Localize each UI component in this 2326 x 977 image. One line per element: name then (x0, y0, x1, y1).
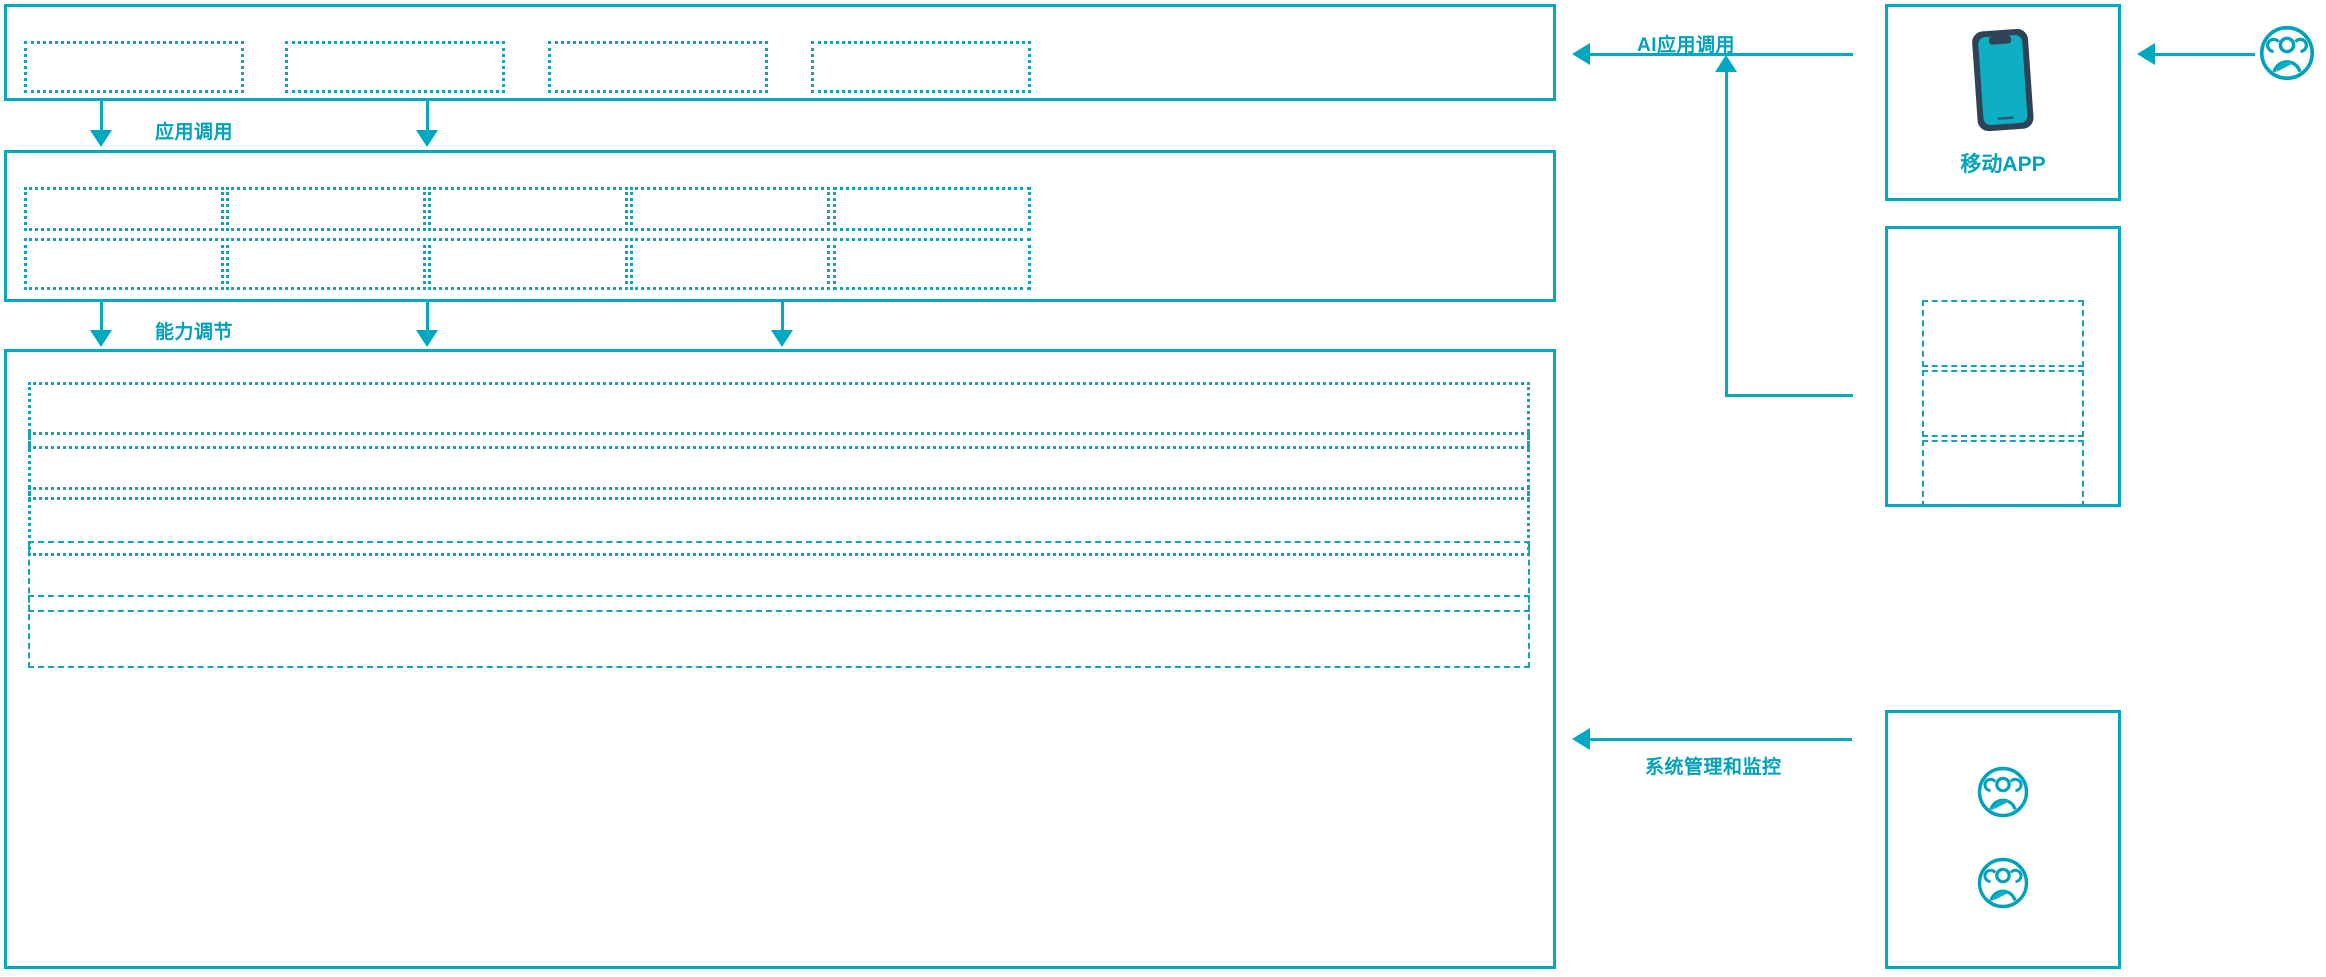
capability-tune-label: 能力调节 (155, 322, 234, 343)
infrastructure-row-4[interactable] (28, 541, 1530, 612)
capability-slot-4[interactable] (630, 187, 830, 231)
application-slot-4[interactable] (811, 41, 1031, 93)
capability-slot-8[interactable] (428, 238, 628, 290)
mobile-app-card[interactable]: 移动APP (1885, 4, 2121, 201)
app-invoke-arrow-right (416, 130, 438, 147)
capability-slot-2[interactable] (226, 187, 426, 231)
app-invoke-arrow-left (90, 130, 112, 147)
capability-tune-arrow-3 (771, 330, 793, 347)
application-slot-3[interactable] (548, 41, 768, 93)
capability-slot-5[interactable] (833, 187, 1031, 231)
channel-list-slot-2[interactable] (1922, 370, 2084, 437)
ai-app-invoke-arrowhead (1572, 43, 1590, 65)
mobile-app-label: 移动APP (1960, 153, 2046, 176)
channel-list-slot-3[interactable] (1922, 440, 2084, 507)
operators-card (1885, 710, 2121, 969)
smartphone-icon (1967, 25, 2039, 140)
capability-slot-7[interactable] (226, 238, 426, 290)
infrastructure-row-1[interactable] (28, 382, 1530, 449)
ai-app-invoke-label: AI应用调用 (1637, 35, 1736, 56)
capability-slot-1[interactable] (24, 187, 224, 231)
application-slot-1[interactable] (24, 41, 244, 93)
app-invoke-label: 应用调用 (155, 122, 234, 143)
system-admin-label: 系统管理和监控 (1645, 757, 1782, 778)
capability-layer-panel (4, 150, 1556, 302)
external-user-hline (2155, 53, 2255, 56)
capability-slot-6[interactable] (24, 238, 224, 290)
infrastructure-row-2[interactable] (28, 432, 1530, 500)
ai-app-invoke-riser-arrowhead (1715, 55, 1737, 72)
capability-slot-9[interactable] (630, 238, 830, 290)
capability-tune-arrow-1 (90, 330, 112, 347)
app-invoke-line-right (426, 101, 429, 141)
capability-tune-line-2 (426, 302, 429, 342)
operators-icon-stack (1885, 710, 2121, 969)
capability-slot-3[interactable] (428, 187, 628, 231)
ai-app-invoke-riser-foot (1725, 394, 1853, 397)
user-group-icon (2258, 24, 2316, 87)
infrastructure-row-3[interactable] (28, 487, 1530, 556)
capability-tune-line-3 (781, 302, 784, 342)
user-group-icon (1976, 765, 2030, 824)
ai-app-invoke-riser (1725, 68, 1728, 397)
capability-tune-line-1 (100, 302, 103, 342)
application-slot-2[interactable] (285, 41, 505, 93)
capability-slot-10[interactable] (833, 238, 1031, 290)
system-admin-hline (1590, 738, 1852, 741)
infrastructure-layer-panel (4, 349, 1556, 969)
external-user-arrowhead (2137, 43, 2155, 65)
application-layer-panel (4, 4, 1556, 101)
user-group-icon (1976, 856, 2030, 915)
channel-list-slot-1[interactable] (1922, 300, 2084, 367)
app-invoke-line-left (100, 101, 103, 141)
system-admin-arrowhead (1572, 728, 1590, 750)
capability-tune-arrow-2 (416, 330, 438, 347)
ai-app-invoke-hline (1590, 53, 1853, 56)
infrastructure-row-5[interactable] (28, 595, 1530, 668)
